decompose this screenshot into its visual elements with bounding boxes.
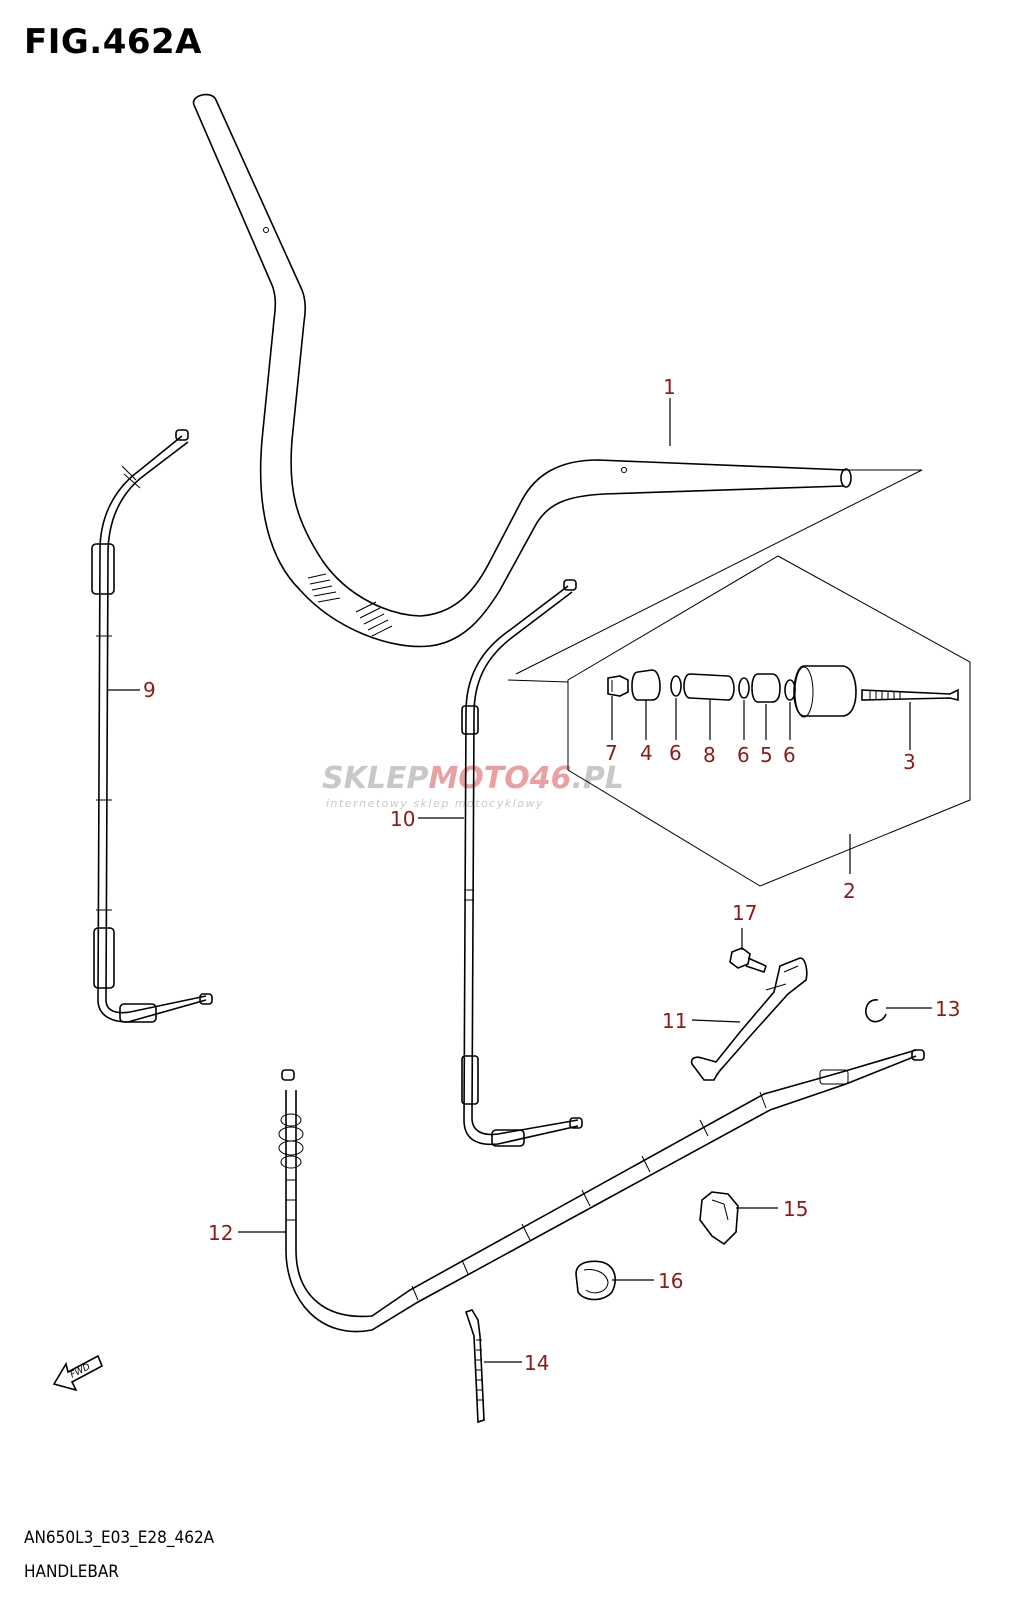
- callout-16: 16: [658, 1269, 683, 1293]
- part-4-collar: [631, 669, 661, 701]
- callout-15: 15: [783, 1197, 808, 1221]
- watermark-tagline: internetowy sklep motocyklowy: [326, 797, 544, 810]
- callout-11: 11: [662, 1009, 687, 1033]
- callout-leaders: [108, 398, 932, 1363]
- callout-5: 5: [760, 743, 773, 767]
- callout-10: 10: [390, 807, 415, 831]
- part-3-bolt: [861, 688, 959, 702]
- callout-12: 12: [208, 1221, 233, 1245]
- callout-8: 8: [703, 743, 716, 767]
- callout-7: 7: [605, 741, 618, 765]
- callout-2: 2: [843, 879, 856, 903]
- part-10-brake-cable: [461, 579, 583, 1147]
- part-12-clutch-cable: [278, 1049, 925, 1333]
- part-11-bracket: [690, 957, 808, 1081]
- svg-text:SKLEPMOTO46.PL: SKLEPMOTO46.PL: [322, 761, 624, 796]
- figure-title: FIG.462A: [24, 22, 202, 62]
- figure-code: AN650L3_E03_E28_462A: [24, 1528, 215, 1548]
- part-17-bolt: [729, 947, 767, 974]
- part-5-collar: [751, 673, 781, 703]
- callout-1: 1: [663, 375, 676, 399]
- watermark-brand-num: 46: [529, 761, 572, 796]
- callout-9: 9: [143, 678, 156, 702]
- part-6-washer-b: [738, 677, 750, 699]
- callout-14: 14: [524, 1351, 549, 1375]
- watermark-brand-gray: SKLEP: [322, 761, 428, 796]
- watermark: SKLEPMOTO46.PL internetowy sklep motocyk…: [322, 761, 624, 810]
- callout-3: 3: [903, 750, 916, 774]
- watermark-brand-tld: .PL: [572, 761, 625, 796]
- part-15-clamp: [699, 1191, 739, 1246]
- callout-6-a: 6: [669, 741, 682, 765]
- callout-4: 4: [640, 741, 653, 765]
- callout-17: 17: [732, 901, 757, 925]
- part-8-spacer: [683, 673, 735, 701]
- part-16-clamp: [575, 1260, 616, 1301]
- handlebar-part: [192, 93, 852, 648]
- part-13-e-clip: [865, 999, 887, 1023]
- figure-name: HANDLEBAR: [24, 1562, 119, 1582]
- part-6-washer-a: [670, 675, 682, 697]
- part-14-cable-tie: [464, 1309, 485, 1424]
- watermark-brand-red: MOTO: [428, 761, 529, 796]
- callout-labels: 1 2 3 4 5 6 6 6 7 8 9 10 11 12 13 14 15 …: [143, 375, 960, 1375]
- callout-13: 13: [935, 997, 960, 1021]
- callout-6-b: 6: [737, 743, 750, 767]
- end-weight-assembly-box: [507, 469, 971, 887]
- part-2-end-weight: [793, 665, 857, 718]
- fwd-arrow-icon: FWD: [52, 1354, 104, 1392]
- callout-6-c: 6: [783, 743, 796, 767]
- part-7-nut: [607, 675, 629, 697]
- part-9-throttle-cable: [91, 429, 213, 1023]
